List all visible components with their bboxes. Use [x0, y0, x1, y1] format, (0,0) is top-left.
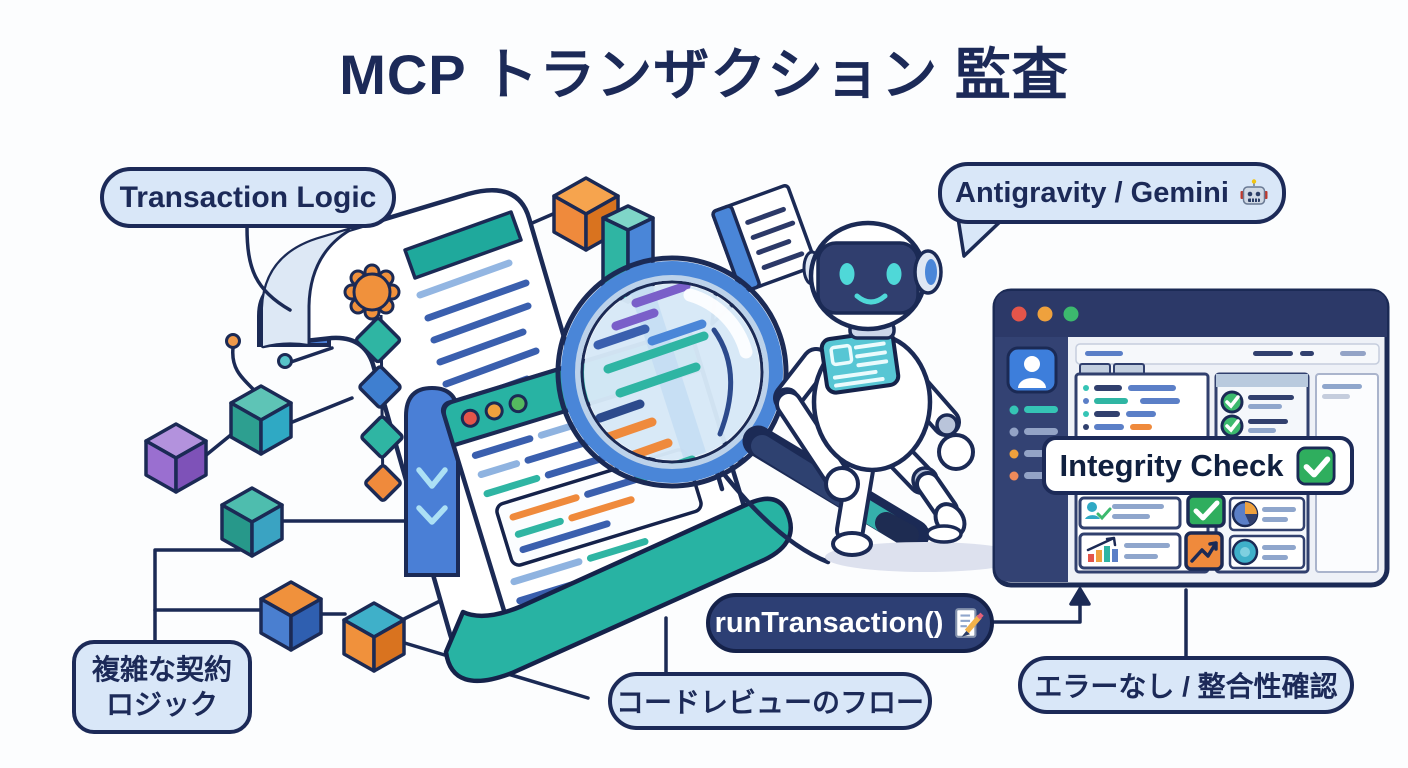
- callout-code-review-flow: コードレビューのフロー: [608, 672, 932, 730]
- callout-integrity-label: Integrity Check: [1059, 447, 1284, 483]
- traffic-light-yellow: [484, 401, 504, 421]
- green-check-icon: [1296, 445, 1336, 486]
- robot-shadow: [825, 542, 1025, 572]
- cube-purple-icon: [144, 422, 208, 494]
- robot-smile: [854, 293, 888, 305]
- dashboard-window-illustration: [992, 288, 1390, 588]
- scroll-curl-shade: [263, 229, 352, 346]
- seal-badge-icon: [343, 263, 401, 321]
- callout-complex-contract-line1: 複雑な契約: [91, 654, 232, 685]
- cube-teal2-icon: [220, 486, 284, 558]
- node-dot-orange: [225, 333, 241, 349]
- robot-hand: [824, 466, 860, 502]
- cube-orange-blue-icon: [259, 580, 323, 652]
- callout-no-errors-label: エラーなし / 整合性確認: [1034, 671, 1338, 702]
- traffic-light-yellow: [1037, 306, 1053, 322]
- paper-curl: [443, 496, 793, 684]
- robot-illustration: [773, 220, 1025, 572]
- arrow-up-icon: [1069, 587, 1091, 606]
- callout-connectors: [245, 216, 1188, 674]
- node-dot-teal: [277, 353, 293, 369]
- callout-transaction-logic-label: Transaction Logic: [119, 180, 377, 214]
- callout-complex-contract: 複雑な契約 ロジック: [72, 640, 252, 734]
- traffic-light-red: [1011, 306, 1027, 322]
- callout-no-errors: エラーなし / 整合性確認: [1018, 656, 1354, 714]
- robot-eye-left: [839, 263, 855, 285]
- callout-transaction-logic: Transaction Logic: [100, 167, 396, 228]
- callout-antigravity-label: Antigravity / Gemini: [955, 176, 1229, 209]
- flowchart-diamonds: [354, 314, 404, 502]
- traffic-light-green: [1063, 306, 1079, 322]
- check-tile-icon: [1186, 494, 1226, 528]
- cube-teal-icon: [229, 384, 293, 456]
- traffic-light-green: [508, 394, 528, 414]
- page-title: MCP トランザクション 監査: [339, 43, 1069, 106]
- callout-complex-contract-line2: ロジック: [105, 689, 218, 720]
- callout-code-review-flow-label: コードレビューのフロー: [615, 687, 924, 718]
- cube-teal-orange-icon: [342, 601, 406, 673]
- dashboard-cards: [1078, 494, 1306, 571]
- dashboard-toolbar: [1075, 343, 1380, 365]
- dashboard-sidebar: [995, 337, 1068, 582]
- scroll-header-band: [403, 210, 523, 280]
- robot-emoji-icon: [1240, 179, 1268, 205]
- blockchain-cubes: [144, 176, 620, 673]
- magnifier-icon: [555, 255, 789, 489]
- note-card-icon: [710, 184, 818, 326]
- callout-antigravity-gemini: Antigravity / Gemini: [938, 162, 1286, 224]
- robot-chest-screen: [819, 329, 901, 395]
- memo-pencil-icon: [955, 608, 985, 638]
- scroll-text-lines: [416, 259, 540, 410]
- dashboard-titlebar: [995, 291, 1387, 337]
- callout-run-transaction-label: runTransaction(): [714, 606, 944, 639]
- robot-eye-right: [886, 263, 902, 285]
- flow-ribbon: [404, 385, 460, 577]
- callout-run-transaction: runTransaction(): [706, 593, 994, 653]
- callout-integrity-check: Integrity Check: [1042, 436, 1354, 495]
- traffic-light-red: [460, 408, 480, 428]
- connector-lines: [153, 212, 651, 700]
